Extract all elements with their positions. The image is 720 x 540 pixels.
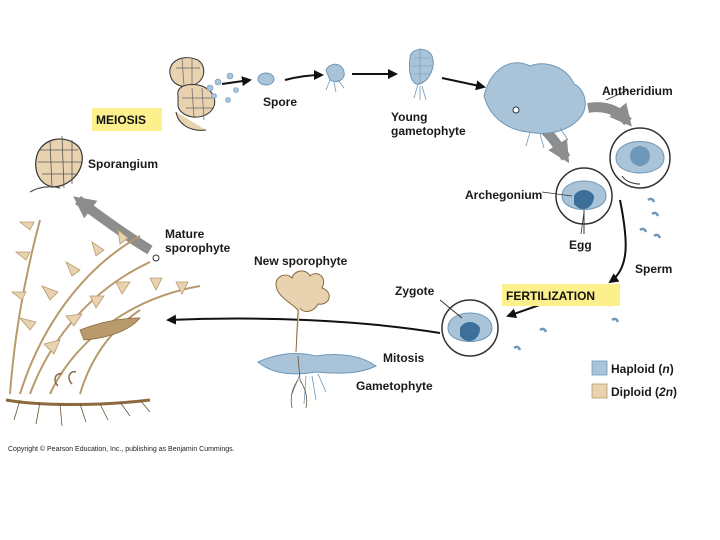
open-sporangium-illustration [169, 57, 239, 131]
arrow-gametophyte-to-antheridium [587, 102, 632, 127]
new-sporophyte-label: New sporophyte [254, 254, 348, 268]
new-sporophyte-illustration [257, 270, 377, 409]
arrow-spore-to-young-gametophyte [284, 70, 324, 81]
arrow-meiosis-to-spore [221, 76, 252, 87]
legend: Haploid (n) Diploid (2n) [591, 360, 677, 399]
legend-haploid-label: Haploid (n) [611, 362, 674, 376]
copyright-text: Copyright © Pearson Education, Inc., pub… [8, 445, 235, 453]
arrow-sperm-to-fertilization [608, 199, 627, 284]
arrow-zygote-to-new-sporophyte [166, 314, 441, 334]
spore-illustration [257, 72, 275, 86]
antheridium-label: Antheridium [602, 84, 673, 98]
meiosis-banner: MEIOSIS [92, 108, 162, 131]
sperm-label: Sperm [635, 262, 672, 276]
arrow-mature-to-sporangium [73, 195, 153, 255]
sporangium-label: Sporangium [88, 157, 158, 171]
label-leader-lines [541, 89, 629, 235]
legend-diploid-label: Diploid (2n) [611, 385, 677, 399]
young-gametophyte-label-line2: gametophyte [391, 124, 466, 138]
young-gametophyte-illustration [409, 48, 434, 101]
gametophyte-label: Gametophyte [356, 379, 433, 393]
zygote-label: Zygote [395, 284, 435, 298]
mitosis-label: Mitosis [383, 351, 425, 365]
mature-gametophyte-illustration [483, 62, 586, 149]
meiosis-label: MEIOSIS [96, 113, 146, 127]
spore-label: Spore [263, 95, 297, 109]
arrow-to-mature-gametophyte [441, 77, 486, 91]
young-gametophyte-label-line1: Young [391, 110, 427, 124]
egg-label: Egg [569, 238, 592, 252]
mature-sporophyte-label-line1: Mature [165, 227, 205, 241]
legend-diploid-swatch [591, 383, 608, 399]
archegonium-label: Archegonium [465, 188, 542, 202]
fertilization-banner: FERTILIZATION [502, 284, 620, 306]
archegonium-illustration [555, 167, 613, 234]
mature-sporophyte-illustration [5, 219, 201, 427]
mature-sporophyte-label-line2: sporophyte [165, 241, 231, 255]
legend-haploid-swatch [591, 360, 608, 376]
germinating-spore-illustration [325, 63, 345, 93]
fertilization-label: FERTILIZATION [506, 289, 595, 303]
zygote-illustration [439, 299, 499, 357]
sporangium-illustration [29, 135, 83, 193]
antheridium-illustration [609, 127, 671, 189]
